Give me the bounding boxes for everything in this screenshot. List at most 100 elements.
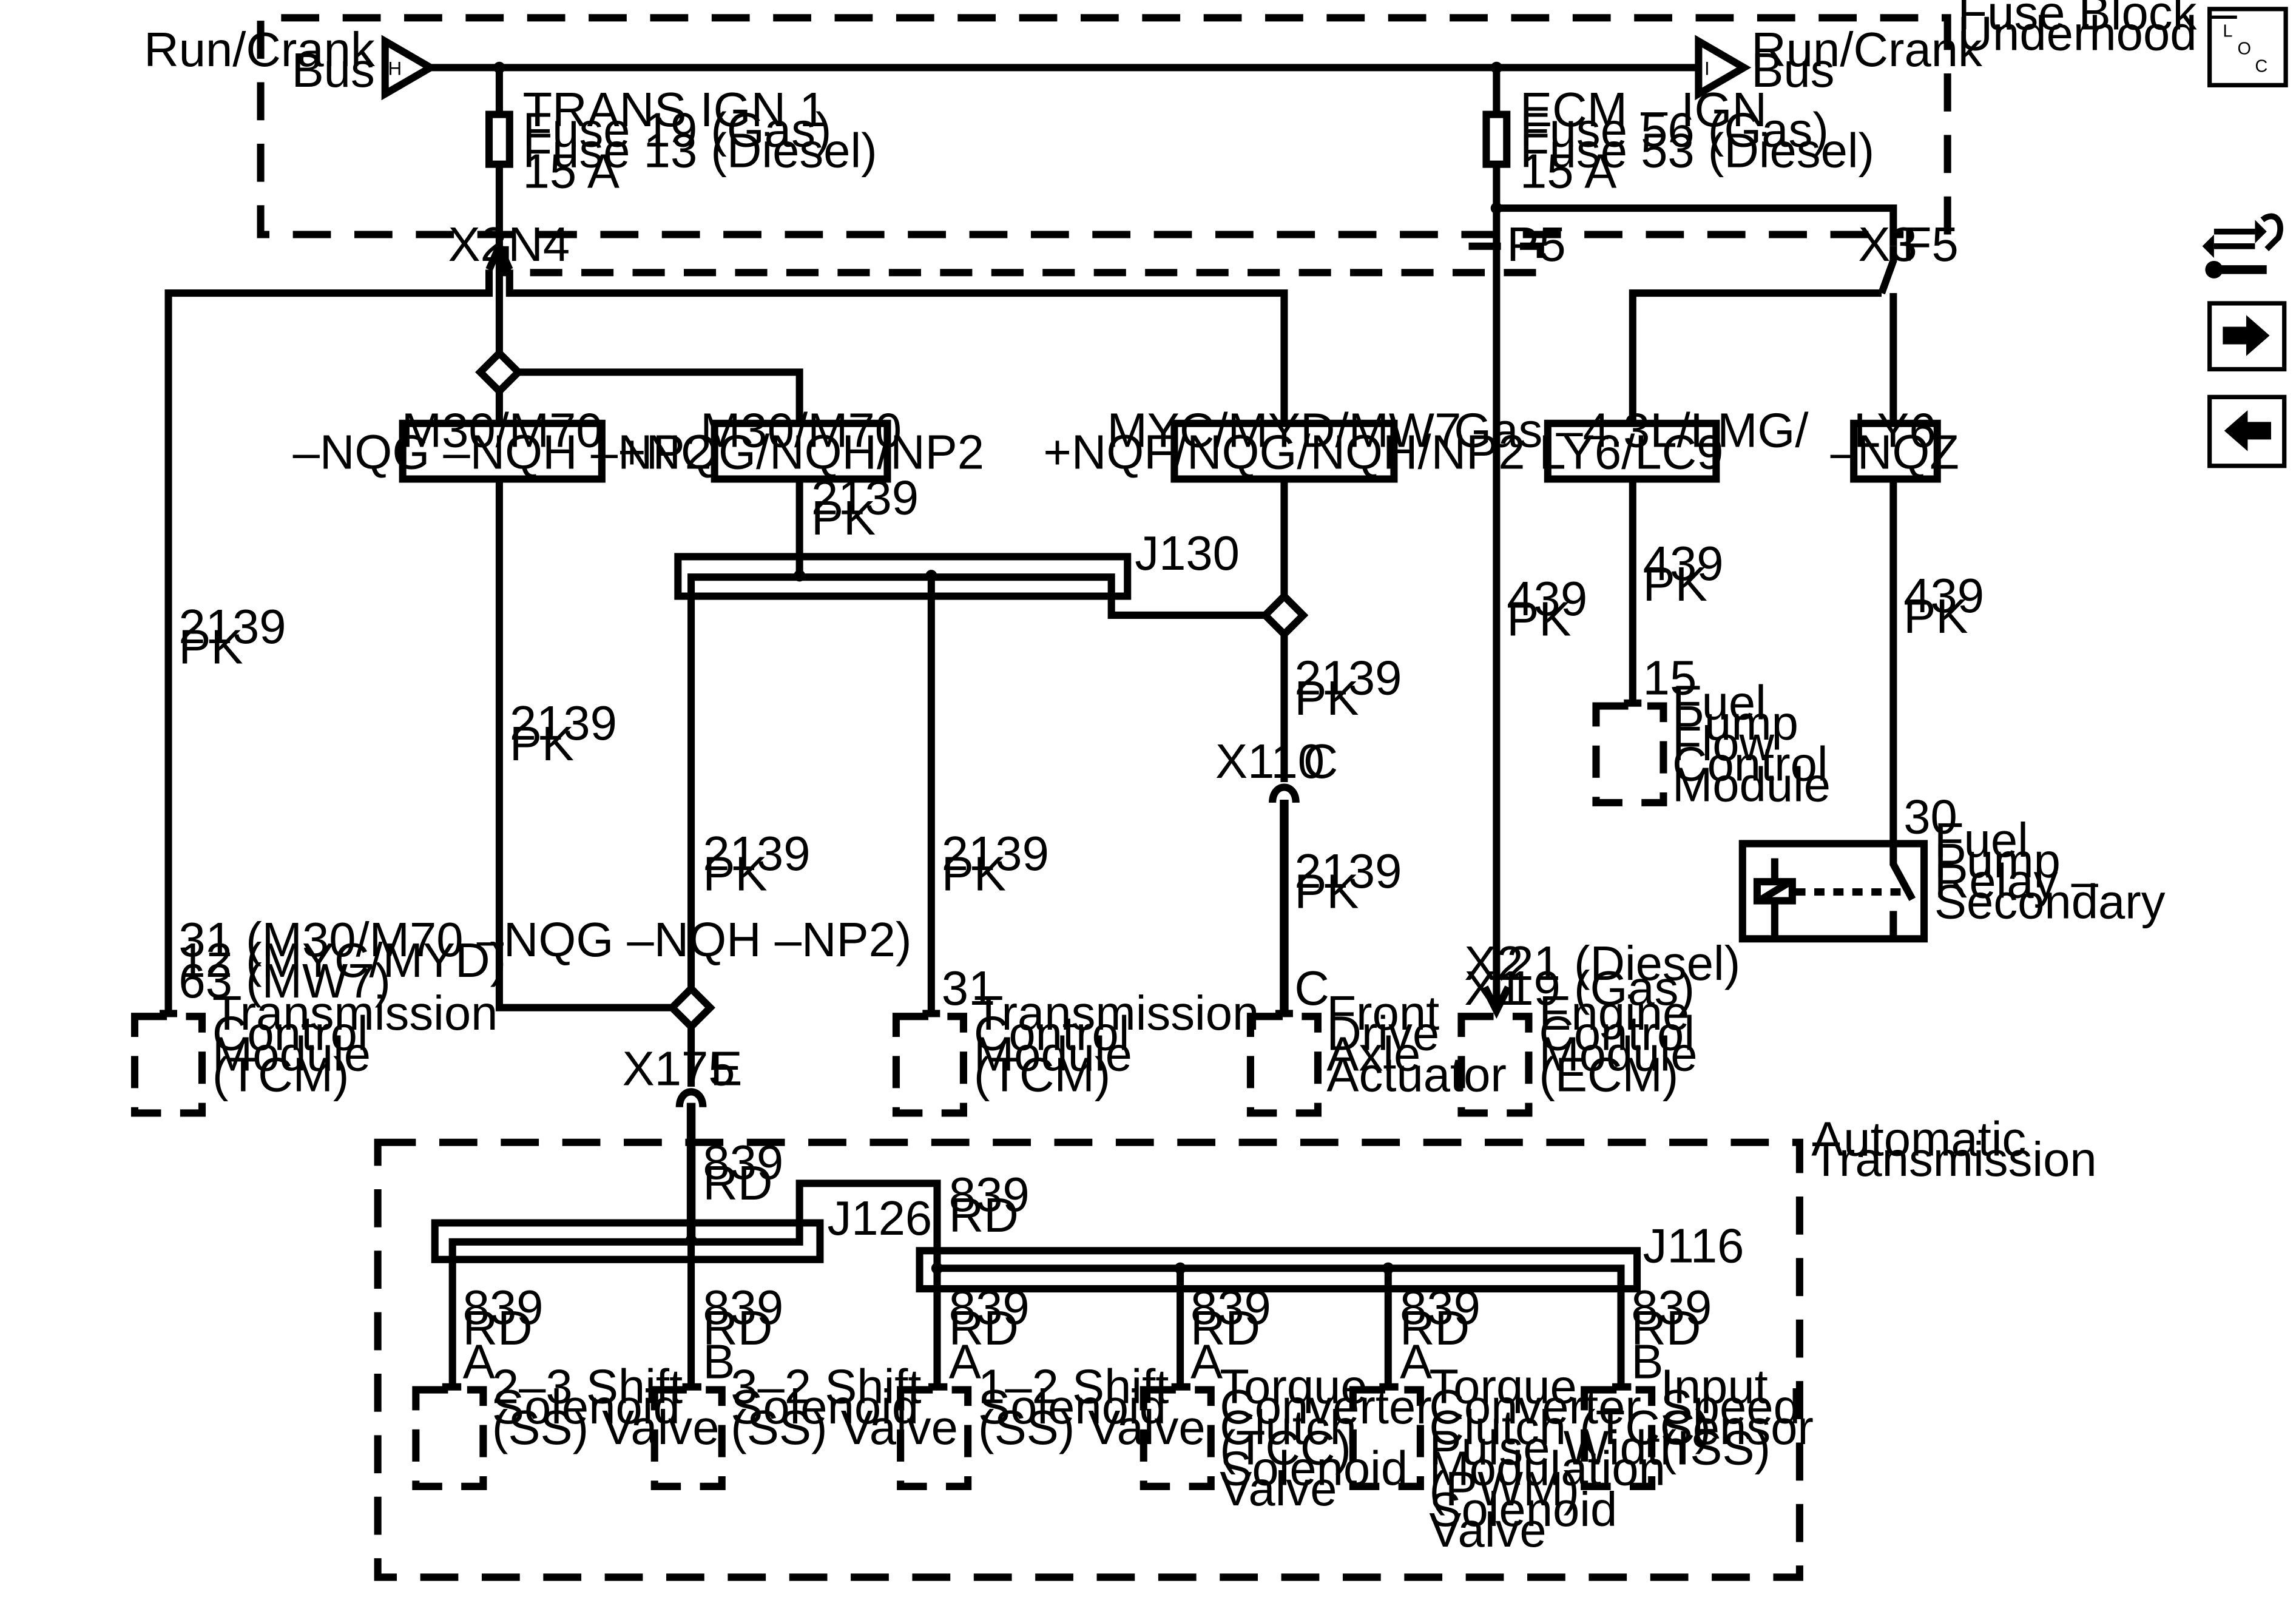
fuse-ecm-ign [1482, 110, 1511, 168]
wire-839-h-color: RD [1631, 1301, 1701, 1355]
fuse-block-label-2: Underhood [1958, 6, 2197, 60]
automatic-transmission-box [374, 1138, 1803, 1581]
tcm-mid-line-3: Module [974, 1027, 1132, 1081]
tcm-mid-line-2: Control [974, 1007, 1130, 1061]
wire-839-g-color: RD [1400, 1301, 1470, 1355]
fuse-trans-line-2: Fuse 19 (Gas) [523, 103, 832, 157]
bus-left-label-1: Run/Crank [144, 22, 375, 76]
option-splice-diamond-3 [667, 983, 715, 1032]
tcc-box [1140, 1386, 1215, 1490]
fpfcm-line-3: Flow [1672, 717, 1775, 771]
connector-repair-icon[interactable] [2202, 213, 2283, 279]
next-arrow-icon[interactable] [2207, 301, 2287, 372]
auto-trans-line-1: Automatic [1811, 1112, 2026, 1166]
conn-x3-label: X3 [1858, 217, 1917, 271]
tccpwm-line-5: Modulation [1429, 1441, 1666, 1495]
fpfcm-line-4: Control [1672, 737, 1828, 791]
bus-letter-i: I [1704, 58, 1710, 79]
option5-line2: –NQZ [1831, 425, 1959, 479]
ecm-pin-19: 19 (Gas) [1507, 961, 1695, 1015]
ss32-pin: B [703, 1334, 735, 1388]
wire-839-h-num: 839 [1631, 1280, 1712, 1334]
tcm-left-box [130, 1013, 206, 1117]
wire-439-fp-num: 439 [1643, 536, 1724, 590]
tccpwm-line-4: Pulse Width [1429, 1421, 1687, 1475]
ss32-line-1: 3–2 Shift [731, 1359, 921, 1413]
bus-letter-h: H [388, 58, 402, 79]
wire-2139-f-num: 2139 [942, 826, 1049, 880]
fuse-trans-ign-1 [485, 110, 513, 168]
fuse-trans-line-3: Fuse 13 (Diesel) [523, 123, 877, 177]
option1-line1: M30/M70 [402, 403, 603, 457]
tcm-left-line-2: Control [212, 1007, 368, 1061]
fuel-pump-flow-control-module-box [1592, 702, 1667, 806]
option3-line1: MYC/MYD/MW7 [1107, 403, 1461, 457]
ss23-box [412, 1386, 487, 1490]
splice-j126-label: J126 [827, 1191, 932, 1245]
option2-line1: M30/M70 [700, 403, 902, 457]
iss-line-4: (ISS) [1661, 1421, 1771, 1475]
wire-839-d-color: RD [703, 1301, 772, 1355]
tcc-line-4: (TCC) [1220, 1421, 1351, 1475]
relay-line-4: Secondary [1934, 874, 2166, 928]
fuse-block-underhood: Fuse Block – Underhood H Run/Crank Bus I… [144, 0, 2238, 1011]
loc-icon[interactable]: L O C [2207, 7, 2288, 87]
ss23-line-3: (SS) Valve [492, 1400, 720, 1454]
fuse-trans-line-4: 15 A [523, 144, 620, 198]
pin-f5-label: F5 [1902, 217, 1959, 271]
tccpwm-line-1: Torque [1429, 1359, 1576, 1413]
wire-2139-a-num: 2139 [510, 696, 617, 750]
wire-439-fp-color: PK [1643, 557, 1707, 611]
front-axle-line-2: Drive [1326, 1007, 1439, 1061]
loc-letter-l: L [2223, 22, 2232, 41]
bus-left-label-2: Bus [292, 43, 375, 97]
ss12-line-3: (SS) Valve [978, 1400, 1206, 1454]
iss-line-1: Input [1661, 1359, 1768, 1413]
ss32-line-2: Solenoid [731, 1380, 919, 1434]
wire-839-g-num: 839 [1400, 1280, 1481, 1334]
tcm-left-pin-2: 12 (MYC/MYD) [178, 933, 506, 987]
fuse-ecm-line-1: ECM – IGN [1520, 83, 1767, 137]
wire-839-c-num: 839 [463, 1280, 544, 1334]
wire-839-f-num: 839 [1190, 1280, 1271, 1334]
previous-arrow-icon[interactable] [2207, 394, 2287, 468]
tcm-mid-line-1: Transmission [974, 986, 1259, 1040]
ecm-pin-21: 21 (Diesel) [1507, 936, 1740, 990]
tcc-pin: A [1190, 1334, 1223, 1388]
wire-839-f-color: RD [1190, 1301, 1260, 1355]
wire-2139-d-num: 2139 [1294, 844, 1402, 898]
tcm-left-line-4: (TCM) [212, 1047, 349, 1101]
run-crank-bus-left [381, 35, 438, 101]
ecm-line-3: Module [1539, 1027, 1697, 1081]
wire-839-b-num: 839 [949, 1167, 1030, 1221]
iss-pin: B [1631, 1334, 1663, 1388]
wire-2139-a-color: PK [510, 717, 574, 771]
loc-letter-c: C [2255, 57, 2267, 76]
wire-2139-left-num: 2139 [178, 599, 286, 653]
loc-letter-o: O [2237, 39, 2251, 59]
conn-x175-pin: E [710, 1042, 742, 1096]
wire-839-a-color: RD [703, 1156, 772, 1210]
option3-line2: +NQF/NQG/NQH/NP2 [1043, 425, 1525, 479]
ss23-pin: A [463, 1334, 495, 1388]
wire-2139-b-num: 2139 [811, 470, 919, 524]
wire-439-ecm-num: 439 [1507, 572, 1587, 626]
splice-pack-j126 [431, 1219, 824, 1263]
front-axle-line-1: Front [1326, 986, 1439, 1040]
splice-j116-label: J116 [1643, 1219, 1744, 1273]
pin-n4-label: N4 [508, 217, 570, 271]
circuit-2139-branches: M30/M70 –NQG –NQH –NP2 M30/M70 +NQG/NQH/… [164, 246, 1525, 1241]
fpfcm-line-2: Pump [1672, 696, 1798, 750]
ss12-line-2: Solenoid [978, 1380, 1166, 1434]
tcm-mid-line-4: (TCM) [974, 1047, 1111, 1101]
conn-x110-pin: C [1303, 734, 1339, 788]
conn-x175-label: X175 [623, 1042, 735, 1096]
run-crank-bus-right [1695, 35, 1752, 101]
tcc-line-6: Valve [1220, 1462, 1337, 1516]
ss12-pin: A [949, 1334, 981, 1388]
fuel-pump-section: Gas –4.3L/LMG/ LY6/LC9 LY6 –NQZ 439 PK 1… [1454, 289, 2166, 943]
ss32-box [650, 1386, 726, 1490]
tcc-line-3: Clutch [1220, 1400, 1357, 1454]
tccpwm-line-6: (PWM) [1429, 1462, 1579, 1516]
relay-pin: 30 [1903, 790, 1957, 844]
